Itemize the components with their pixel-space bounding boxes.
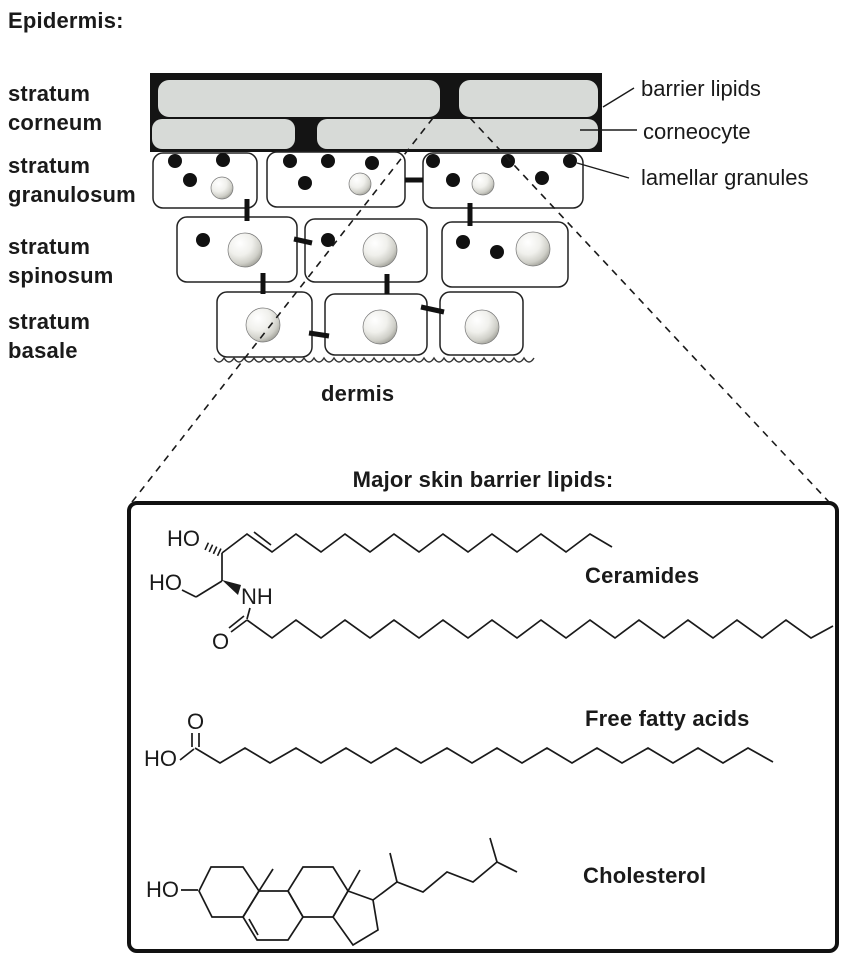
corneocyte-rect — [317, 119, 598, 149]
nucleus-sphere — [210, 176, 234, 200]
ceramide-structure: HO HO NH O — [149, 526, 834, 654]
steroid-ring-b — [242, 890, 304, 941]
cer-ho-top-label: HO — [167, 526, 200, 551]
cholesterol-structure: HO — [146, 837, 518, 947]
lipid-name-cholesterol: Cholesterol — [583, 863, 707, 888]
steroid-ring-c — [287, 866, 349, 918]
lamellar-granules-leader — [576, 162, 630, 179]
carbonyl-double-bond — [228, 615, 245, 629]
epidermis-heading: Epidermis: — [8, 8, 124, 33]
layer-label-line1: stratum — [8, 309, 91, 334]
inset-title: Major skin barrier lipids: — [352, 467, 614, 492]
nucleus-sphere — [348, 172, 372, 196]
cer-o-label: O — [212, 629, 229, 654]
hashed-wedge-bond — [204, 542, 223, 557]
steroid-ring-d — [331, 889, 379, 947]
corneocyte-rect — [158, 80, 440, 117]
lipid-name-ceramides: Ceramides — [585, 563, 700, 588]
fatty-acid-chain — [194, 747, 774, 764]
callout-barrier-lipids: barrier lipids — [641, 76, 761, 101]
layer-label-line1: stratum — [8, 153, 91, 178]
layer-label-line2: corneum — [8, 110, 103, 135]
chol-ho-label: HO — [146, 877, 179, 902]
bold-wedge-bond — [222, 580, 241, 595]
c18-methyl — [347, 869, 361, 892]
layer-label-stratum-corneum: stratum corneum — [8, 79, 102, 137]
nucleus-sphere — [471, 172, 495, 196]
zoom-line-right — [469, 117, 830, 503]
callout-leader-lines — [576, 87, 637, 179]
dermis-label: dermis — [321, 381, 395, 406]
desmosome-connectors — [244, 177, 473, 339]
zoom-cone-lines — [131, 117, 830, 503]
cer-nh-label: NH — [241, 584, 273, 609]
cer-ho-left-label: HO — [149, 570, 182, 595]
corneocyte-rect — [459, 80, 598, 117]
stratum-corneum-band — [150, 73, 602, 152]
nucleus-sphere — [515, 231, 551, 267]
layer-label-line2: granulosum — [8, 182, 136, 207]
basale-nuclei — [245, 307, 500, 345]
layer-label-stratum-granulosum: stratum granulosum — [8, 151, 136, 209]
spinosum-granule-dots — [196, 233, 504, 259]
layer-label-line2: spinosum — [8, 263, 114, 288]
layer-label-line1: stratum — [8, 81, 91, 106]
nucleus-sphere — [362, 232, 398, 268]
c27-methyl — [496, 861, 518, 873]
barrier-lipids-leader — [602, 87, 635, 108]
acyl-chain — [246, 618, 834, 640]
isooctyl-side-chain — [372, 861, 498, 901]
corneocyte-rect — [152, 119, 295, 149]
zoom-line-left — [131, 117, 434, 503]
nucleus-sphere — [362, 309, 398, 345]
layer-label-stratum-spinosum: stratum spinosum — [8, 232, 114, 290]
lamellar-granule-dots — [168, 153, 577, 190]
callout-corneocyte: corneocyte — [643, 119, 751, 144]
layer-label-line1: stratum — [8, 234, 91, 259]
lipid-name-free-fatty-acids: Free fatty acids — [585, 706, 750, 731]
c19-methyl — [258, 868, 274, 892]
c21-methyl — [389, 852, 398, 883]
stratum-basale-cells — [216, 291, 524, 358]
ffa-o-label: O — [187, 709, 204, 734]
sphingosine-chain — [221, 532, 613, 554]
stratum-spinosum-cells — [176, 216, 569, 288]
ffa-ho-label: HO — [144, 746, 177, 771]
nucleus-sphere — [245, 307, 281, 343]
nucleus-sphere — [464, 309, 500, 345]
c5-c6-double-bond — [248, 918, 259, 936]
layer-label-line2: basale — [8, 338, 78, 363]
c26-methyl — [489, 837, 498, 863]
nucleus-sphere — [227, 232, 263, 268]
spinosum-nuclei — [227, 231, 551, 268]
lipids-inset-box — [127, 501, 839, 953]
free-fatty-acid-structure: O HO — [144, 709, 774, 771]
stratum-granulosum-cells — [152, 151, 584, 209]
basement-membrane-wave — [213, 356, 535, 363]
layer-label-stratum-basale: stratum basale — [8, 307, 90, 365]
callout-lamellar-granules: lamellar granules — [641, 165, 809, 190]
alkene-double-bond — [253, 531, 272, 546]
granulosum-nuclei — [210, 172, 495, 200]
steroid-ring-a — [198, 866, 261, 918]
